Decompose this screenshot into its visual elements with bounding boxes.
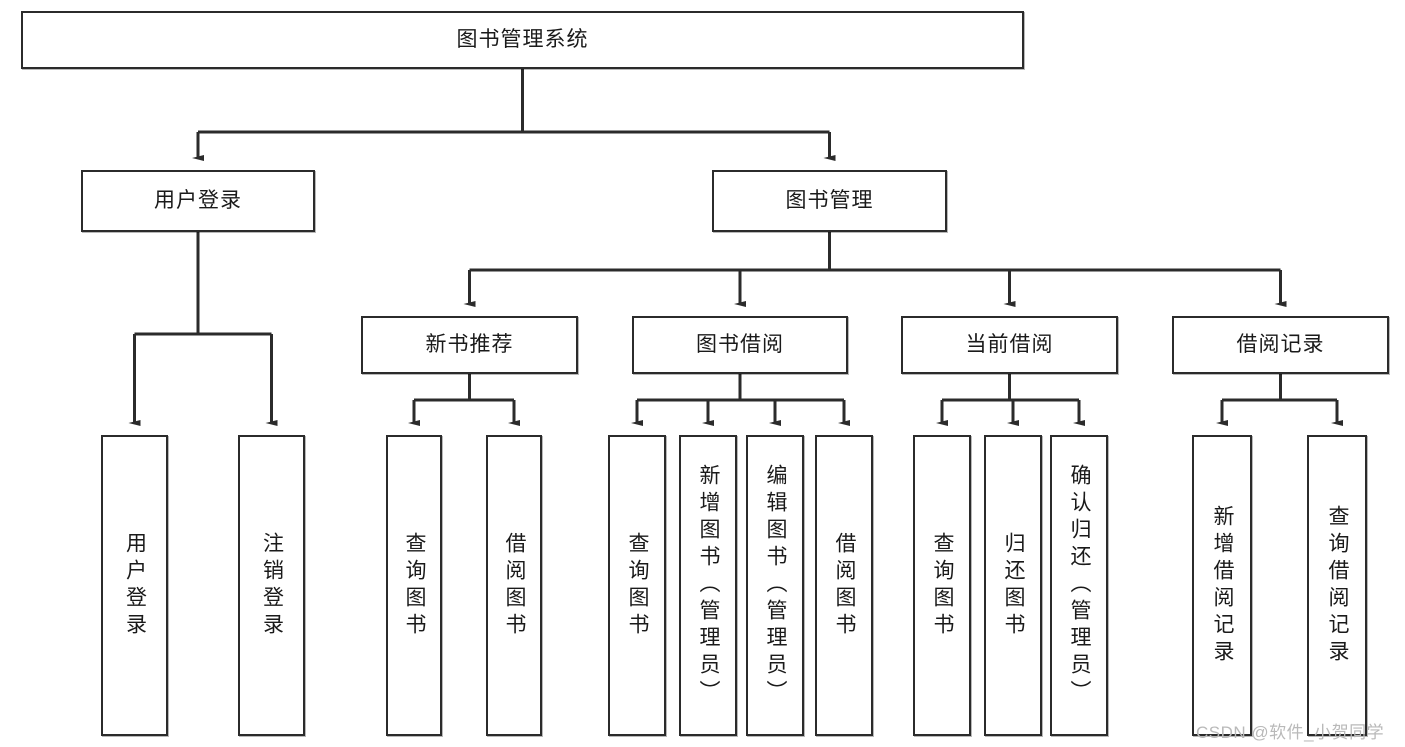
node-label-login: 用户登录 (154, 189, 242, 213)
node-c3[interactable]: 确认归还（管理员） (1050, 435, 1108, 736)
node-newbook[interactable]: 新书推荐 (361, 316, 578, 374)
node-root[interactable]: 图书管理系统 (21, 11, 1024, 69)
node-label-root: 图书管理系统 (456, 28, 589, 52)
node-n1[interactable]: 查询图书 (386, 435, 442, 736)
node-b1[interactable]: 查询图书 (608, 435, 666, 736)
node-c1[interactable]: 查询图书 (913, 435, 971, 736)
node-bookmgmt[interactable]: 图书管理 (712, 170, 947, 232)
node-label-b2: 新增图书（管理员） (697, 464, 721, 707)
node-label-c3: 确认归还（管理员） (1068, 464, 1092, 707)
node-label-b3: 编辑图书（管理员） (764, 464, 788, 707)
node-b3[interactable]: 编辑图书（管理员） (746, 435, 804, 736)
node-label-n2: 借阅图书 (503, 531, 527, 640)
node-borrow[interactable]: 图书借阅 (632, 316, 848, 374)
node-label-b4: 借阅图书 (833, 531, 857, 640)
node-label-n1: 查询图书 (403, 531, 427, 640)
node-label-c1: 查询图书 (931, 531, 955, 640)
node-label-r2: 查询借阅记录 (1326, 504, 1350, 667)
node-label-l2: 注销登录 (260, 531, 284, 640)
node-label-records: 借阅记录 (1236, 333, 1325, 357)
node-l1[interactable]: 用户登录 (101, 435, 168, 736)
node-label-current: 当前借阅 (965, 333, 1054, 357)
node-records[interactable]: 借阅记录 (1172, 316, 1389, 374)
node-label-r1: 新增借阅记录 (1211, 504, 1235, 667)
node-l2[interactable]: 注销登录 (238, 435, 305, 736)
node-b4[interactable]: 借阅图书 (815, 435, 873, 736)
node-label-c2: 归还图书 (1002, 531, 1026, 640)
node-r2[interactable]: 查询借阅记录 (1307, 435, 1367, 736)
connector-group (128, 69, 1343, 426)
node-label-newbook: 新书推荐 (425, 333, 514, 357)
node-label-b1: 查询图书 (626, 531, 650, 640)
node-b2[interactable]: 新增图书（管理员） (679, 435, 737, 736)
node-label-l1: 用户登录 (123, 531, 147, 640)
node-label-borrow: 图书借阅 (696, 333, 784, 357)
node-r1[interactable]: 新增借阅记录 (1192, 435, 1252, 736)
node-c2[interactable]: 归还图书 (984, 435, 1042, 736)
node-label-bookmgmt: 图书管理 (785, 189, 874, 213)
node-current[interactable]: 当前借阅 (901, 316, 1118, 374)
node-login[interactable]: 用户登录 (81, 170, 315, 232)
node-n2[interactable]: 借阅图书 (486, 435, 542, 736)
